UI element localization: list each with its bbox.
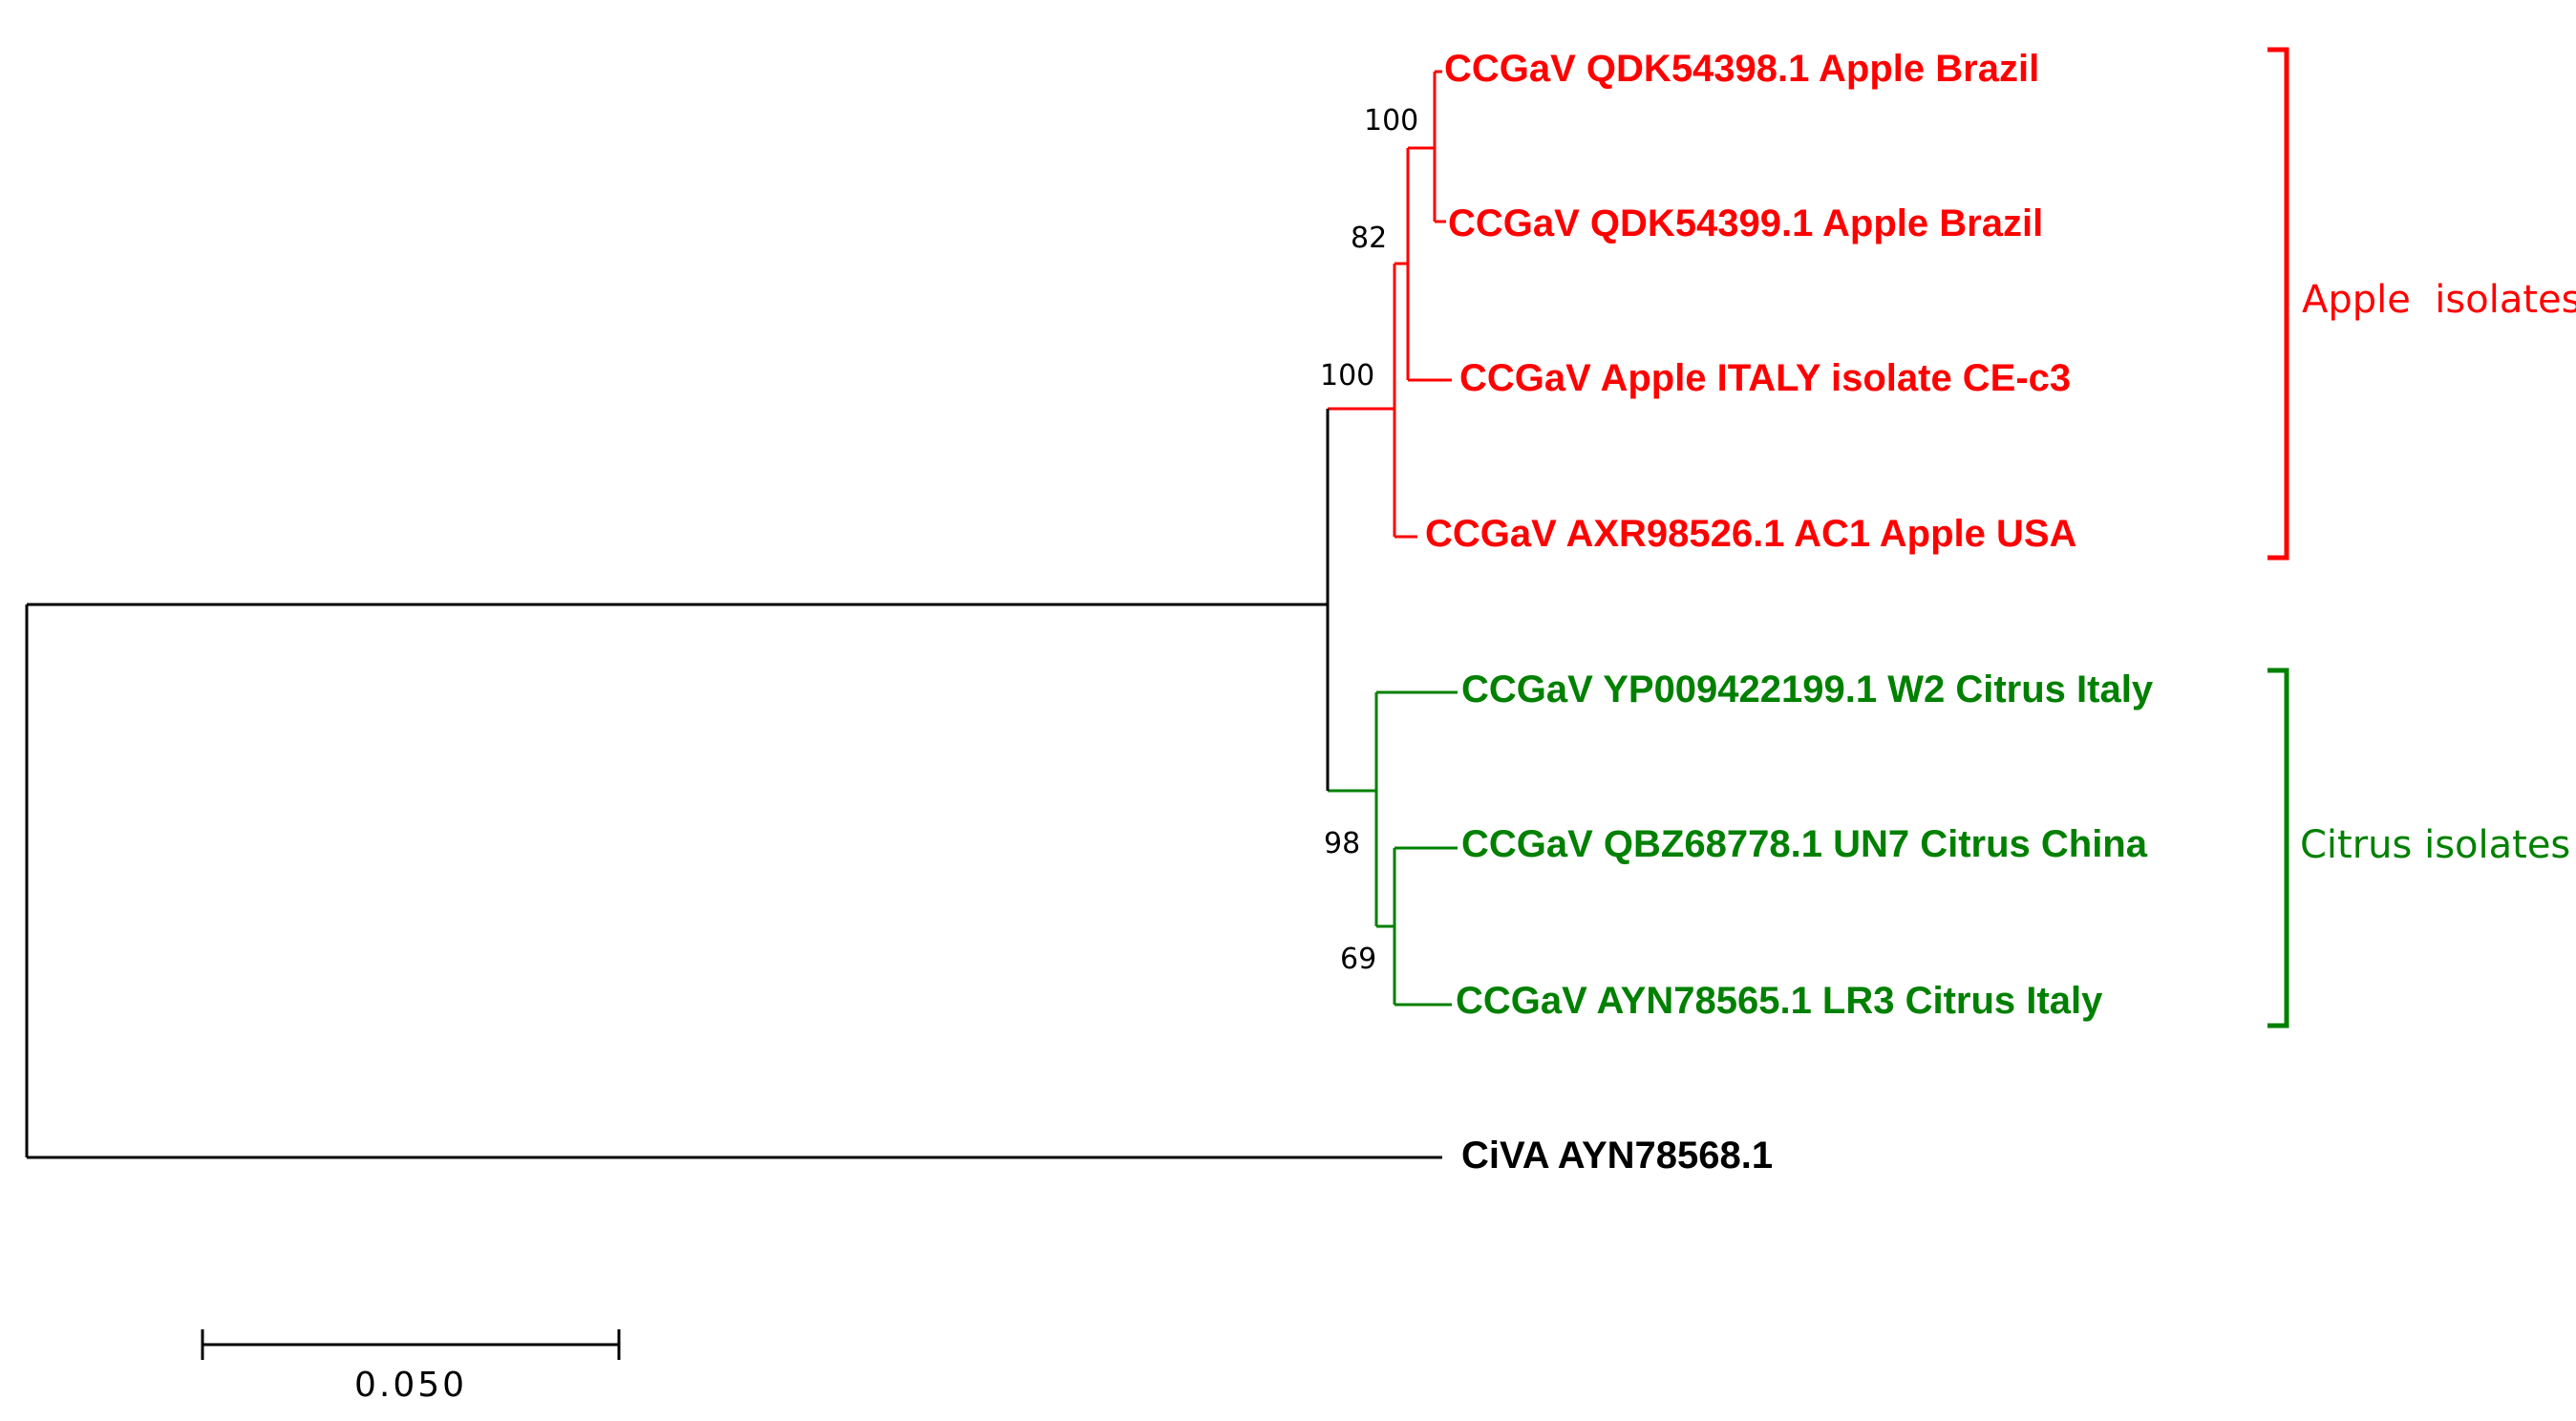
citrus-bracket xyxy=(2267,668,2289,1029)
leaf-label: CCGaV QDK54399.1 Apple Brazil xyxy=(1448,202,2043,244)
scale-bar-label: 0.050 xyxy=(354,1366,467,1405)
leaf-label: CCGaV QDK54398.1 Apple Brazil xyxy=(1444,48,2039,90)
group-brackets xyxy=(2267,47,2289,1029)
leaf-labels: CCGaV QDK54398.1 Apple Brazil CCGaV QDK5… xyxy=(1425,48,2154,1177)
support-value: 100 xyxy=(1364,104,1418,138)
leaf-label: CCGaV AXR98526.1 AC1 Apple USA xyxy=(1425,513,2076,555)
support-value: 100 xyxy=(1320,359,1374,392)
root-branches xyxy=(25,409,1442,1159)
support-value: 98 xyxy=(1324,827,1360,860)
support-values: 100 82 100 98 69 xyxy=(1320,104,1418,976)
leaf-label: CCGaV AYN78565.1 LR3 Citrus Italy xyxy=(1456,980,2103,1022)
leaf-label: CCGaV YP009422199.1 W2 Citrus Italy xyxy=(1461,668,2154,710)
apple-group-label: Apple isolates xyxy=(2302,278,2576,322)
scale-bar xyxy=(201,1329,621,1360)
leaf-label: CCGaV QBZ68778.1 UN7 Citrus China xyxy=(1461,823,2148,865)
support-value: 82 xyxy=(1351,222,1387,255)
apple-clade-branches xyxy=(1328,70,1452,539)
citrus-clade-branches xyxy=(1328,690,1458,1007)
citrus-group-label: Citrus isolates xyxy=(2300,823,2570,867)
leaf-label: CiVA AYN78568.1 xyxy=(1461,1135,1773,1177)
apple-bracket xyxy=(2267,47,2289,561)
support-value: 69 xyxy=(1340,943,1376,976)
leaf-label: CCGaV Apple ITALY isolate CE-c3 xyxy=(1459,357,2071,399)
